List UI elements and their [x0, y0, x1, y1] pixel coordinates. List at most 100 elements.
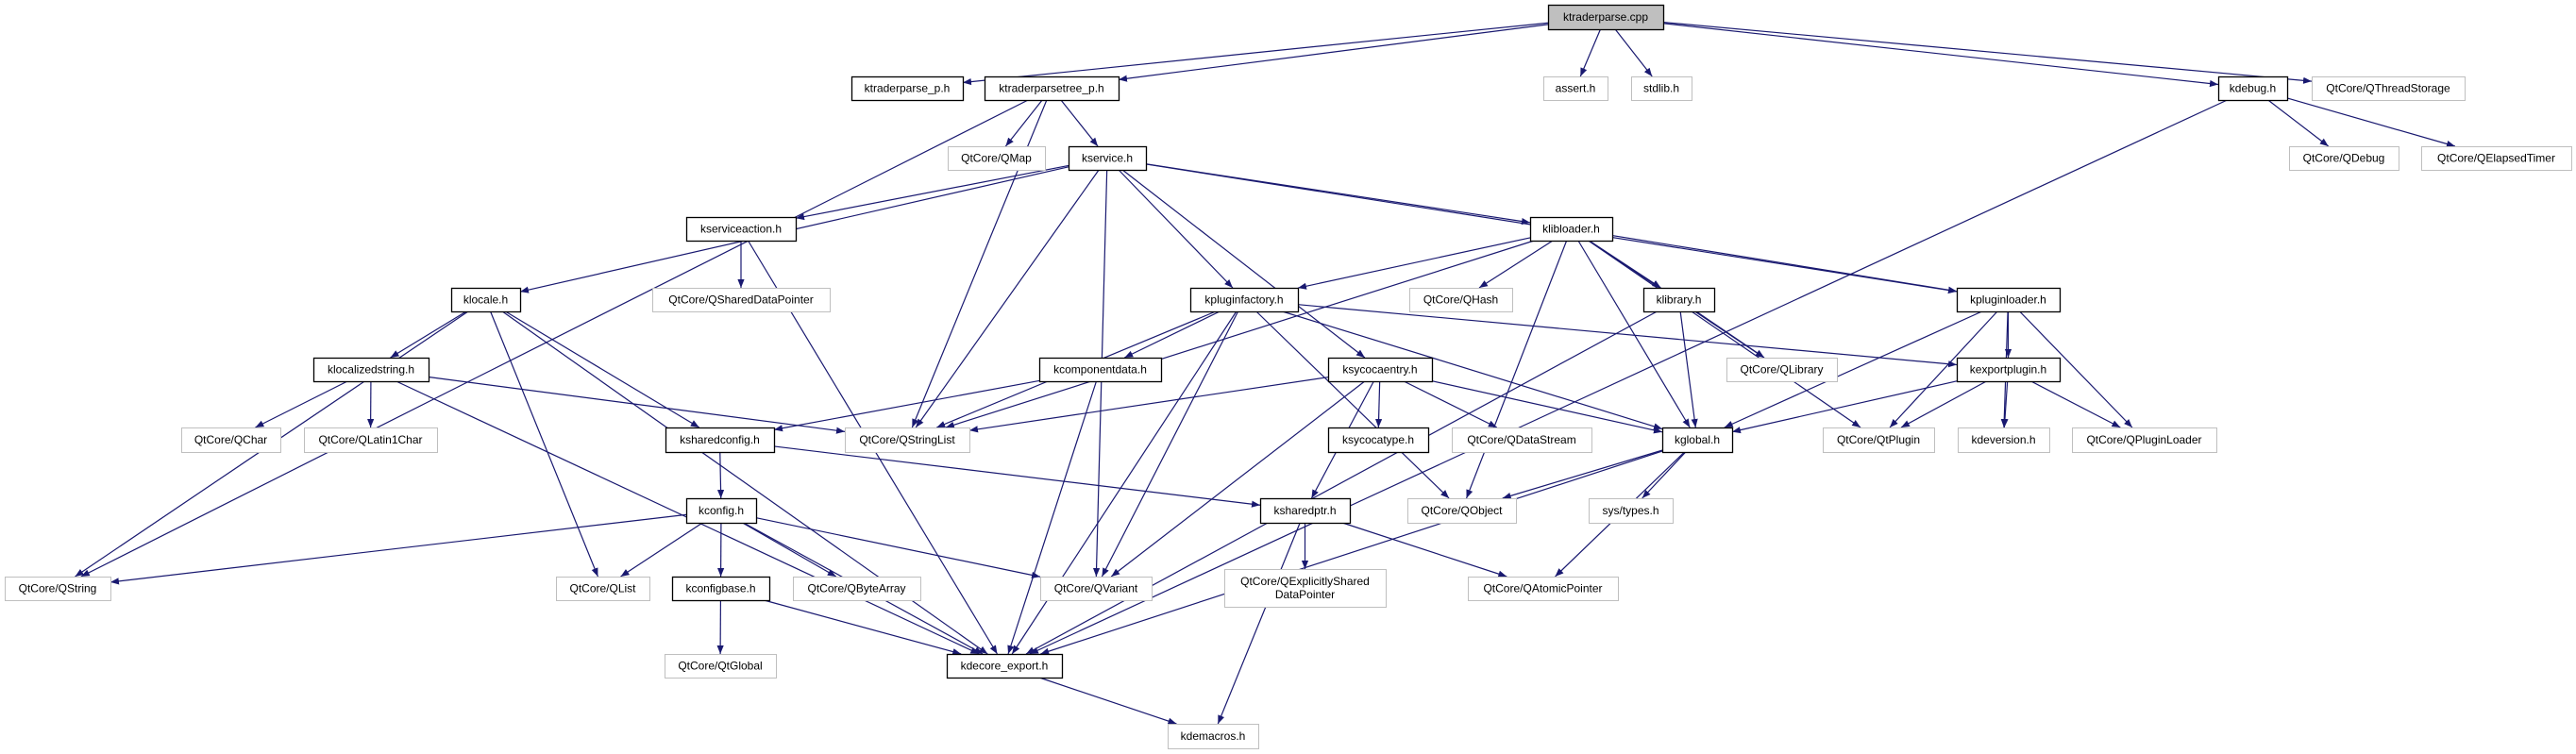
edge-klocale-to-qlist [490, 310, 598, 578]
node-qlatin1char: QtCore/QLatin1Char [304, 427, 438, 453]
edge-klocalizedstring-to-qstringlist [428, 376, 846, 434]
node-ktraderparse_p[interactable]: ktraderparse_p.h [850, 75, 965, 102]
edge-kservice-to-kpluginfactory [1118, 169, 1234, 289]
edge-kpluginfactory-to-kcomponentdata [1123, 310, 1221, 359]
node-label: QtCore/QDebug [2303, 152, 2385, 165]
node-box [1631, 76, 1692, 101]
node-klocalizedstring[interactable]: klocalizedstring.h [312, 357, 430, 383]
node-label: kdebug.h [2230, 82, 2276, 95]
edge-ksycocaentry-to-ksycocatype [1374, 380, 1383, 428]
node-kglobal[interactable]: kglobal.h [1661, 427, 1734, 454]
edge-klocale-to-klocalizedstring [390, 310, 467, 359]
node-box [793, 577, 921, 601]
node-box [1956, 287, 2062, 313]
edge-root-to-ktraderparse_p [962, 22, 1549, 86]
edge-kservice-to-kserviceaction [795, 164, 1069, 221]
node-box [556, 577, 650, 601]
node-label: QtCore/QObject [1421, 504, 1503, 517]
node-qtplugin: QtCore/QtPlugin [1823, 427, 1935, 453]
edge-ksycocaentry-to-qstringlist [968, 377, 1329, 433]
node-box [5, 577, 111, 601]
node-label: kpluginloader.h [1970, 293, 2046, 307]
node-label: kconfig.h [699, 504, 744, 517]
node-qtglobal: QtCore/QtGlobal [665, 654, 777, 679]
node-qelapsedtimer: QtCore/QElapsedTimer [2421, 146, 2572, 171]
edge-ksycocaentry-to-qvariant [1110, 380, 1366, 578]
node-kdecore_export[interactable]: kdecore_export.h [946, 653, 1064, 679]
node-box [652, 288, 831, 312]
node-kexportplugin[interactable]: kexportplugin.h [1956, 357, 2062, 383]
node-ksycocaentry[interactable]: ksycocaentry.h [1327, 357, 1434, 383]
node-qdebug: QtCore/QDebug [2289, 146, 2399, 171]
node-kconfigbase[interactable]: kconfigbase.h [671, 576, 771, 602]
node-label: QtCore/QByteArray [807, 582, 905, 595]
edge-klibloader-to-qhash [1478, 240, 1554, 289]
edge-kexportplugin-to-kdeversion [2001, 380, 2009, 428]
node-kpluginfactory[interactable]: kpluginfactory.h [1189, 287, 1300, 313]
nodes-layer: ktraderparse.cpp ktraderparse_p.h ktraderp… [5, 4, 2572, 749]
node-kdebug[interactable]: kdebug.h [2217, 75, 2289, 102]
node-box [1189, 287, 1300, 313]
node-klibrary[interactable]: klibrary.h [1642, 287, 1716, 313]
node-kconfig[interactable]: kconfig.h [685, 497, 758, 525]
node-box [685, 497, 758, 525]
node-label: QtCore/QChar [194, 433, 267, 446]
node-label: QtCore/QMap [961, 152, 1032, 165]
node-qpluginloader: QtCore/QPluginLoader [2072, 427, 2217, 453]
node-box [1726, 358, 1838, 382]
node-qstringlist: QtCore/QStringList [845, 427, 970, 453]
node-qmap: QtCore/QMap [948, 146, 1046, 171]
node-ksharedconfig[interactable]: ksharedconfig.h [665, 427, 776, 454]
node-box [304, 427, 438, 453]
edge-kservice-to-ksycocaentry [1121, 169, 1366, 359]
node-label: QtCore/QString [19, 582, 97, 595]
edge-root-to-qthreadstorage [1662, 21, 2313, 84]
node-label: kservice.h [1082, 152, 1133, 165]
node-box [1168, 724, 1259, 749]
node-ksharedptr[interactable]: ksharedptr.h [1259, 497, 1352, 525]
node-label: QtCore/QThreadStorage [2326, 82, 2450, 95]
node-box [1661, 427, 1734, 454]
node-qobject: QtCore/QObject [1407, 498, 1517, 524]
node-ksycocatype[interactable]: ksycocatype.h [1327, 427, 1430, 454]
node-label: kglobal.h [1675, 433, 1720, 446]
node-label: klibrary.h [1657, 293, 1702, 307]
node-box [850, 75, 965, 102]
edge-kdebug-to-kdecore_export [1029, 99, 2228, 655]
node-qstring: QtCore/QString [5, 577, 111, 601]
node-klibloader[interactable]: klibloader.h [1529, 216, 1614, 243]
node-ktraderparsetree_p[interactable]: ktraderparsetree_p.h [984, 75, 1120, 102]
node-label: klocalizedstring.h [328, 363, 414, 377]
node-kpluginloader[interactable]: kpluginloader.h [1956, 287, 2062, 313]
node-root[interactable]: ktraderparse.cpp [1547, 4, 1665, 31]
node-box [1958, 427, 2050, 453]
node-label: stdlib.h [1643, 82, 1679, 95]
edge-kpluginfactory-to-qvariant [1101, 310, 1239, 578]
node-label: QtCore/QStringList [859, 433, 955, 446]
edge-root-to-stdlib [1614, 28, 1653, 77]
node-box [665, 654, 777, 679]
edge-root-to-ktraderparsetree_p [1118, 24, 1549, 82]
node-kserviceaction[interactable]: kserviceaction.h [685, 216, 798, 243]
node-klocale[interactable]: klocale.h [450, 287, 522, 313]
node-box [181, 427, 281, 453]
node-qatomicpointer: QtCore/QAtomicPointer [1468, 577, 1619, 601]
node-kservice[interactable]: kservice.h [1068, 145, 1148, 172]
node-kcomponentdata[interactable]: kcomponentdata.h [1038, 357, 1163, 383]
node-label: kdeversion.h [1971, 433, 2035, 446]
node-box [1547, 4, 1665, 31]
edge-klocalizedstring-to-qchar [255, 380, 348, 428]
edge-root-to-assert [1579, 28, 1602, 77]
node-label: ktraderparse.cpp [1563, 10, 1648, 24]
edge-kcomponentdata-to-ksharedconfig [773, 379, 1040, 432]
edge-kconfigbase-to-kdecore_export [764, 599, 962, 656]
node-box [671, 576, 771, 602]
edge-klibloader-to-qtplugin [1588, 240, 1861, 428]
node-label: QtCore/QList [569, 582, 636, 595]
node-kdemacros: kdemacros.h [1168, 724, 1259, 749]
edge-ktraderparsetree_p-to-qstring [80, 99, 1029, 578]
node-qthreadstorage: QtCore/QThreadStorage [2312, 76, 2466, 101]
node-box [1468, 577, 1619, 601]
edge-kconfig-to-qstring [109, 513, 687, 585]
